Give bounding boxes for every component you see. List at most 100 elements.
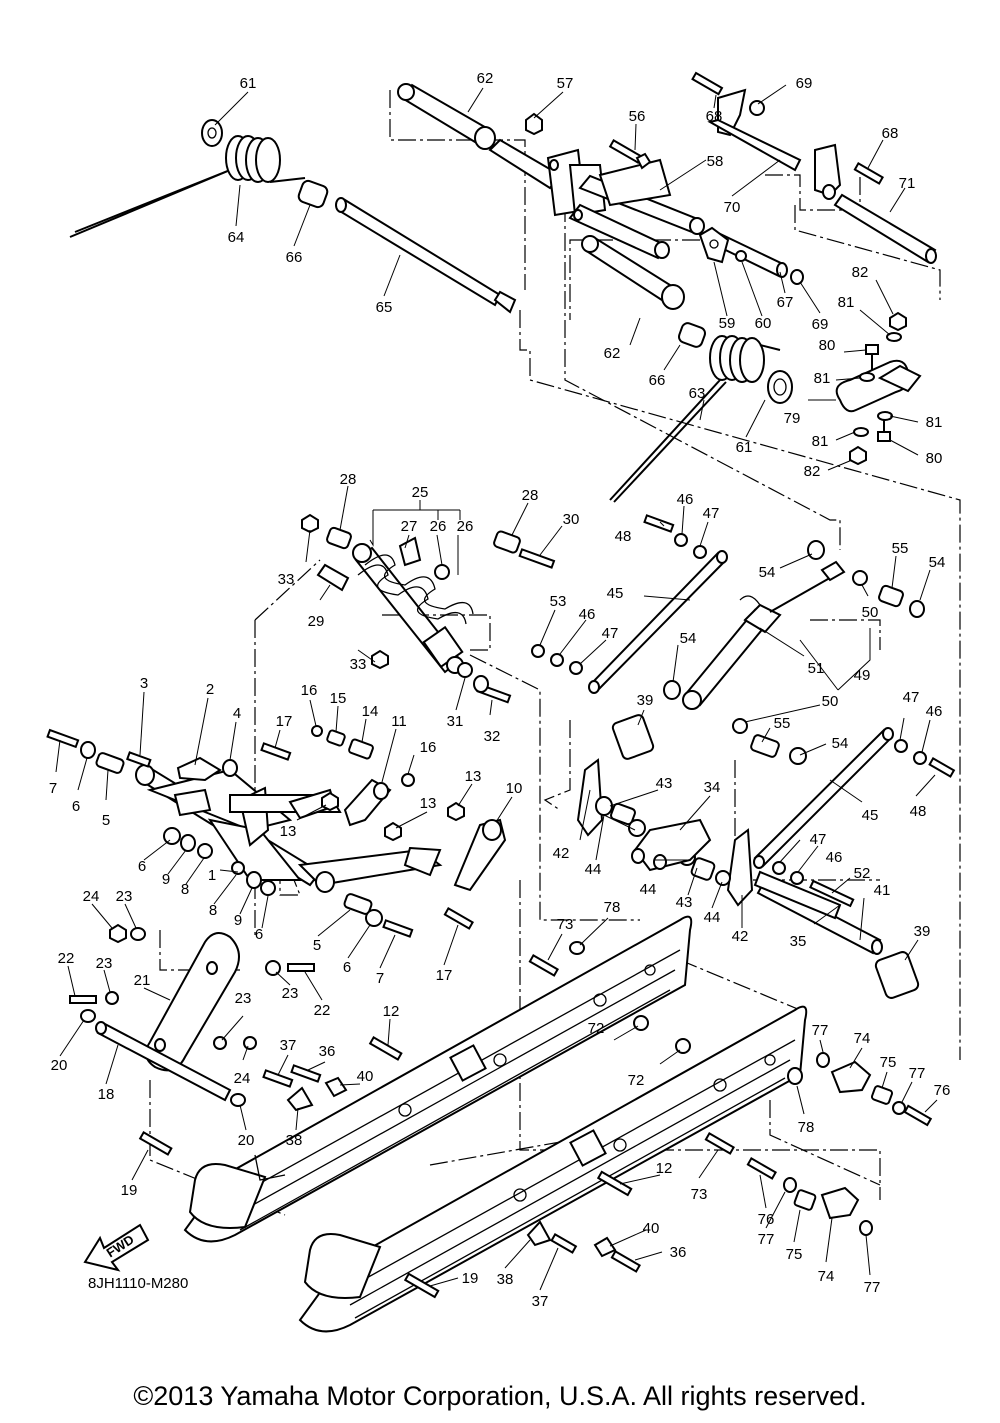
part-label-77: 77	[812, 1022, 829, 1039]
part-label-44: 44	[640, 881, 657, 898]
part-label-39: 39	[914, 923, 931, 940]
part-label-26: 26	[430, 518, 447, 535]
part-label-45: 45	[862, 807, 879, 824]
pivot-34	[631, 818, 712, 872]
part-label-24: 24	[234, 1070, 251, 1087]
part-label-32: 32	[484, 728, 501, 745]
part-label-28: 28	[340, 471, 357, 488]
part-label-64: 64	[228, 229, 245, 246]
part-label-54: 54	[832, 735, 849, 752]
part-label-47: 47	[903, 689, 920, 706]
part-label-72: 72	[588, 1020, 605, 1037]
part-label-78: 78	[798, 1119, 815, 1136]
part-label-73: 73	[691, 1186, 708, 1203]
rear-shock-25	[352, 543, 474, 674]
part-label-1: 1	[208, 867, 216, 884]
part-label-47: 47	[602, 625, 619, 642]
part-label-79: 79	[784, 410, 801, 427]
part-label-41: 41	[874, 882, 891, 899]
part-label-19: 19	[462, 1270, 479, 1287]
part-label-69: 69	[812, 316, 829, 333]
part-label-48: 48	[615, 528, 632, 545]
part-label-76: 76	[934, 1082, 951, 1099]
part-label-9: 9	[162, 871, 170, 888]
part-label-37: 37	[280, 1037, 297, 1054]
part-label-67: 67	[777, 294, 794, 311]
part-label-80: 80	[926, 450, 943, 467]
part-label-73: 73	[557, 916, 574, 933]
part-label-27: 27	[401, 518, 418, 535]
stopper-arm-21	[95, 932, 240, 1102]
part-label-76: 76	[758, 1211, 775, 1228]
part-label-17: 17	[436, 967, 453, 984]
part-label-17: 17	[276, 713, 293, 730]
part-label-40: 40	[357, 1068, 374, 1085]
part-label-23: 23	[282, 985, 299, 1002]
sleeve-62-upper	[397, 83, 496, 150]
part-label-42: 42	[732, 928, 749, 945]
torsion-spring-right	[609, 335, 781, 503]
part-label-20: 20	[238, 1132, 255, 1149]
clamp-79	[835, 359, 922, 413]
part-label-33: 33	[278, 571, 295, 588]
torsion-spring-left	[69, 135, 306, 238]
link-45-lower	[753, 727, 894, 869]
part-label-51: 51	[808, 660, 825, 677]
part-label-58: 58	[707, 153, 724, 170]
part-label-23: 23	[235, 990, 252, 1007]
part-label-11: 11	[391, 713, 407, 730]
rear-shock-49	[682, 560, 846, 710]
part-label-61: 61	[240, 75, 257, 92]
part-label-5: 5	[102, 812, 110, 829]
part-label-48: 48	[910, 803, 927, 820]
part-label-81: 81	[814, 370, 831, 387]
part-label-66: 66	[286, 249, 303, 266]
part-label-19: 19	[121, 1182, 138, 1199]
part-label-46: 46	[926, 703, 943, 720]
part-label-62: 62	[477, 70, 494, 87]
part-label-36: 36	[670, 1244, 687, 1261]
part-label-14: 14	[362, 703, 379, 720]
part-label-49: 49	[854, 667, 871, 684]
part-label-30: 30	[563, 511, 580, 528]
leader-lines	[55, 84, 938, 1291]
part-label-26: 26	[457, 518, 474, 535]
part-label-82: 82	[804, 463, 821, 480]
part-label-43: 43	[676, 894, 693, 911]
sleeve-62-lower	[581, 235, 685, 310]
part-label-12: 12	[656, 1160, 673, 1177]
part-label-38: 38	[286, 1132, 303, 1149]
fwd-arrow-icon	[83, 1223, 150, 1272]
part-label-47: 47	[703, 505, 720, 522]
part-label-59: 59	[719, 315, 736, 332]
part-label-8: 8	[181, 881, 189, 898]
part-label-46: 46	[579, 606, 596, 623]
part-label-74: 74	[854, 1030, 871, 1047]
part-label-8: 8	[209, 902, 217, 919]
part-label-21: 21	[134, 972, 151, 989]
part-label-39: 39	[637, 692, 654, 709]
part-label-55: 55	[774, 715, 791, 732]
part-label-42: 42	[553, 845, 570, 862]
part-label-20: 20	[51, 1057, 68, 1074]
part-label-40: 40	[643, 1220, 660, 1237]
part-label-12: 12	[383, 1003, 400, 1020]
slide-rail-left	[183, 915, 693, 1243]
part-label-46: 46	[826, 849, 843, 866]
part-label-78: 78	[604, 899, 621, 916]
part-label-29: 29	[308, 613, 325, 630]
part-label-81: 81	[812, 433, 829, 450]
part-label-5: 5	[313, 937, 321, 954]
drawing-code: 8JH1110-M280	[88, 1275, 188, 1292]
shaft-65	[335, 197, 517, 314]
part-label-50: 50	[862, 604, 879, 621]
part-label-80: 80	[819, 337, 836, 354]
part-label-16: 16	[301, 682, 318, 699]
part-label-2: 2	[206, 681, 214, 698]
part-label-75: 75	[786, 1246, 803, 1263]
part-label-31: 31	[447, 713, 464, 730]
part-label-24: 24	[83, 888, 100, 905]
part-label-6: 6	[343, 959, 351, 976]
part-label-13: 13	[280, 823, 297, 840]
part-label-23: 23	[96, 955, 113, 972]
